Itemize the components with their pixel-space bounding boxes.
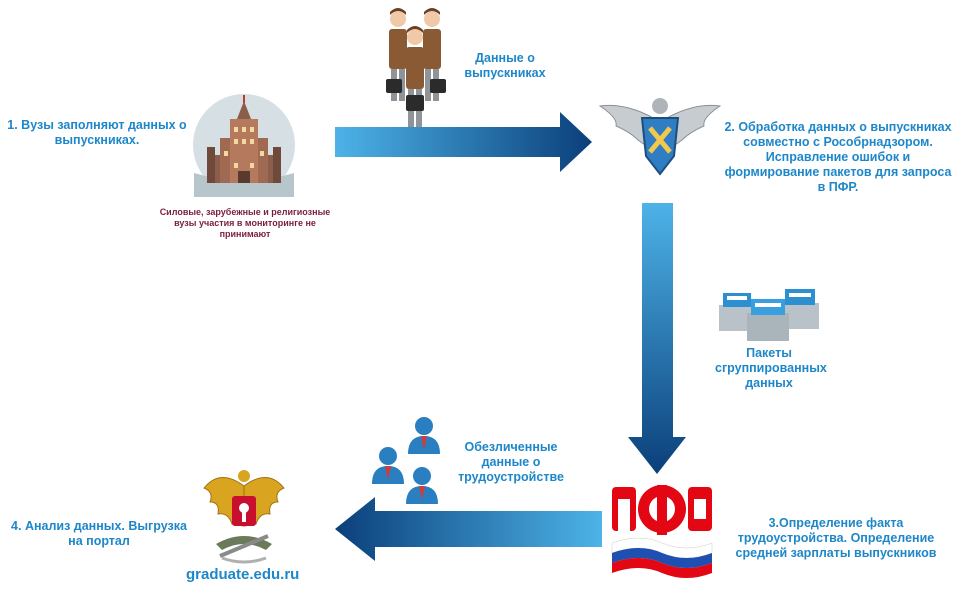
university-building-icon bbox=[192, 93, 296, 197]
graduates-with-briefcases-icon bbox=[384, 5, 448, 129]
pfr-logo-icon bbox=[610, 483, 714, 579]
anonymous-people-icon bbox=[372, 414, 444, 506]
step3-text: 3.Определение факта трудоустройства. Опр… bbox=[735, 516, 937, 560]
moscow-coat-of-arms-icon bbox=[200, 466, 288, 566]
arrow-left bbox=[335, 497, 602, 561]
arrow-down bbox=[628, 203, 686, 474]
data-packets-icon bbox=[719, 285, 821, 341]
arrow-right bbox=[335, 112, 592, 172]
anonymized-data-label: Обезличенные данные о трудоустройстве bbox=[458, 440, 564, 484]
exclusion-note: Силовые, зарубежные и религиозные вузы у… bbox=[159, 207, 331, 239]
rosobrnadzor-emblem-icon bbox=[598, 92, 722, 184]
graduates-data-label: Данные о выпускниках bbox=[464, 51, 546, 80]
step4-text: 4. Анализ данных. Выгрузка на портал bbox=[11, 519, 187, 548]
portal-url[interactable]: graduate.edu.ru bbox=[186, 566, 300, 583]
packets-label: Пакеты сгруппированных данных bbox=[715, 346, 827, 390]
step2-text: 2. Обработка данных о выпускниках совмес… bbox=[724, 120, 952, 194]
step1-text: 1. Вузы заполняют данных о выпускниках. bbox=[7, 118, 187, 147]
